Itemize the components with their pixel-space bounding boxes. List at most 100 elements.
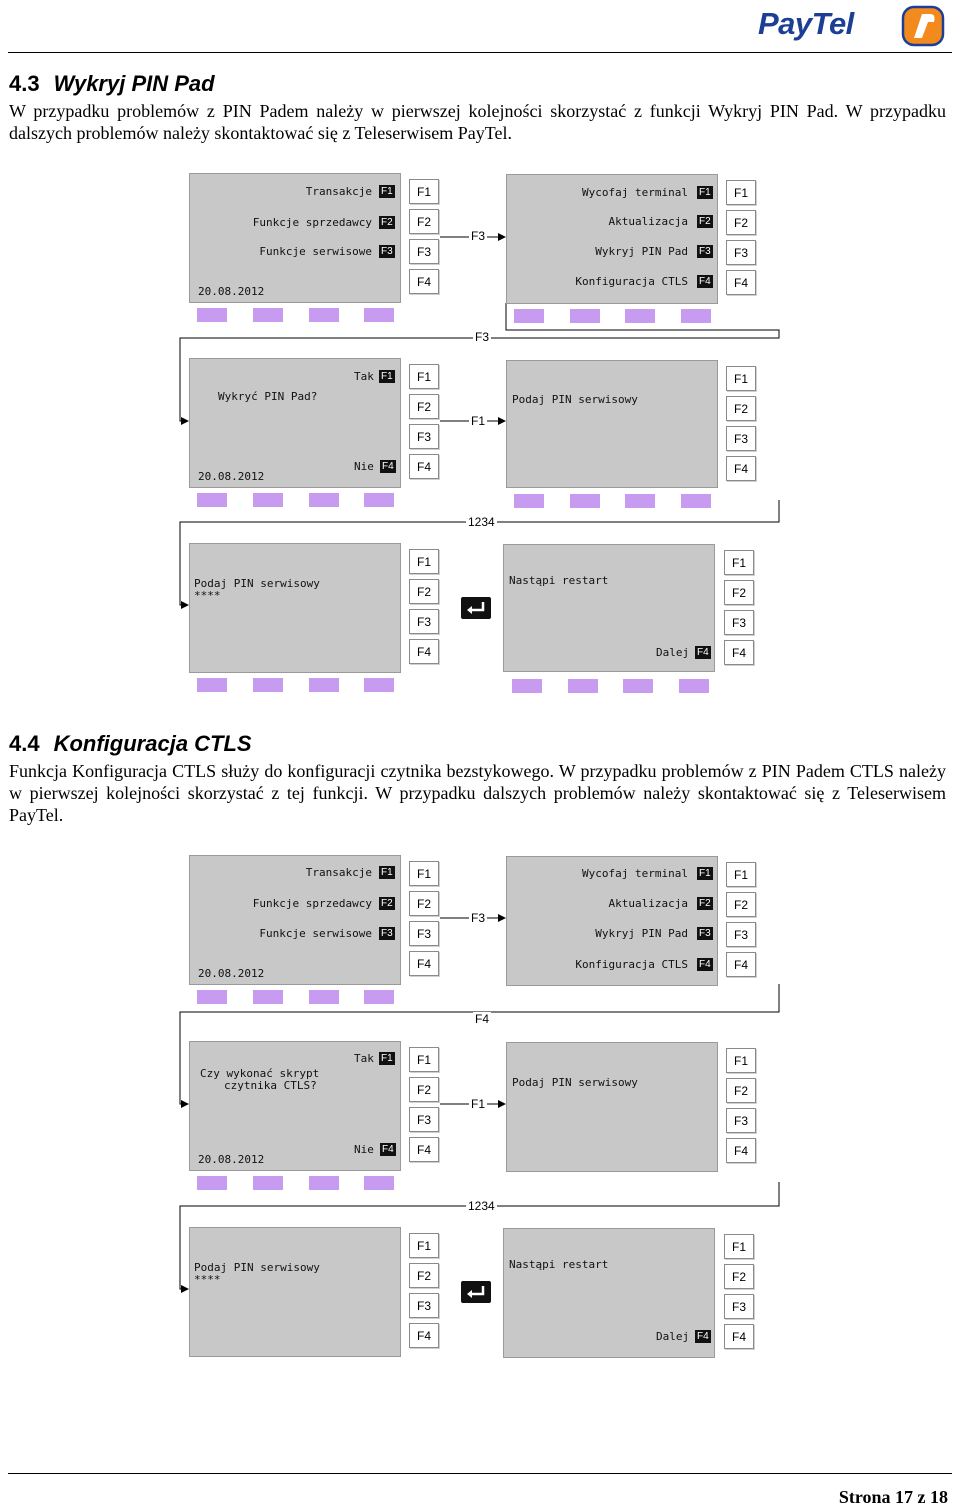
arrow-label: F3 — [469, 229, 488, 243]
paytel-mark-icon — [901, 5, 945, 47]
f3-button[interactable]: F3 — [726, 426, 756, 451]
f2-button[interactable]: F2 — [409, 579, 439, 604]
menu-item-label: Wycofaj terminal — [582, 186, 688, 199]
pin-prompt-text: Podaj PIN serwisowy — [512, 393, 638, 406]
f4-button[interactable]: F4 — [724, 1324, 754, 1349]
f2-button[interactable]: F2 — [409, 1077, 439, 1102]
keypad-key — [253, 678, 283, 692]
arrow-label: F1 — [469, 414, 488, 428]
f1-button[interactable]: F1 — [726, 180, 756, 205]
terminal-screen-main-menu — [189, 855, 401, 985]
f1-button[interactable]: F1 — [724, 550, 754, 575]
keypad-key — [309, 308, 339, 322]
f1-button[interactable]: F1 — [726, 366, 756, 391]
keypad-key — [309, 990, 339, 1004]
f1-button[interactable]: F1 — [726, 1048, 756, 1073]
menu-item-label: Transakcje — [305, 185, 372, 198]
f1-button[interactable]: F1 — [409, 1233, 439, 1258]
keypad-key — [679, 679, 709, 693]
section-number: 4.4 — [9, 731, 40, 756]
arrow-label: 1234 — [466, 1199, 497, 1213]
f3-button[interactable]: F3 — [724, 1294, 754, 1319]
f4-button[interactable]: F4 — [726, 1138, 756, 1163]
f1-button[interactable]: F1 — [409, 364, 439, 389]
f4-button[interactable]: F4 — [409, 454, 439, 479]
f4-button[interactable]: F4 — [726, 456, 756, 481]
f2-button[interactable]: F2 — [726, 1078, 756, 1103]
f2-button[interactable]: F2 — [726, 210, 756, 235]
next-label: Dalej — [656, 1330, 690, 1343]
key-tag: F4 — [380, 1143, 396, 1156]
keypad-key — [623, 679, 653, 693]
logo-text: PayTel — [758, 6, 854, 41]
f4-button[interactable]: F4 — [409, 269, 439, 294]
f2-button[interactable]: F2 — [409, 891, 439, 916]
f3-button[interactable]: F3 — [726, 240, 756, 265]
pin-mask: **** — [194, 589, 221, 602]
f1-button[interactable]: F1 — [409, 861, 439, 886]
key-tag: F3 — [379, 927, 395, 940]
option-no-label: Nie — [354, 1143, 374, 1156]
menu-item-label: Funkcje serwisowe — [259, 245, 372, 258]
terminal-screen-main-menu — [189, 173, 401, 303]
section-title: Konfiguracja CTLS — [53, 731, 252, 756]
terminal-screen-pin-entered — [189, 543, 401, 673]
f2-button[interactable]: F2 — [724, 1264, 754, 1289]
f1-button[interactable]: F1 — [409, 179, 439, 204]
header-rule — [8, 52, 952, 53]
f4-button[interactable]: F4 — [409, 951, 439, 976]
key-tag: F4 — [697, 275, 713, 288]
arrow-label: F3 — [469, 911, 488, 925]
terminal-screen-service-menu — [506, 174, 718, 304]
f2-button[interactable]: F2 — [409, 209, 439, 234]
screen-date: 20.08.2012 — [198, 967, 265, 980]
f1-button[interactable]: F1 — [726, 862, 756, 887]
f1-button[interactable]: F1 — [409, 1047, 439, 1072]
f4-button[interactable]: F4 — [724, 640, 754, 665]
f3-button[interactable]: F3 — [409, 239, 439, 264]
f1-button[interactable]: F1 — [724, 1234, 754, 1259]
f2-button[interactable]: F2 — [409, 1263, 439, 1288]
f2-button[interactable]: F2 — [726, 396, 756, 421]
menu-item-label: Wykryj PIN Pad — [595, 245, 688, 258]
f4-button[interactable]: F4 — [409, 1323, 439, 1348]
keypad-key — [253, 990, 283, 1004]
f3-button[interactable]: F3 — [409, 1107, 439, 1132]
f1-button[interactable]: F1 — [409, 549, 439, 574]
f3-button[interactable]: F3 — [409, 424, 439, 449]
f4-button[interactable]: F4 — [726, 270, 756, 295]
f2-button[interactable]: F2 — [724, 580, 754, 605]
next-label: Dalej — [656, 646, 690, 659]
option-yes-label: Tak — [354, 370, 374, 383]
screen-date: 20.08.2012 — [198, 470, 265, 483]
f3-button[interactable]: F3 — [409, 921, 439, 946]
f4-button[interactable]: F4 — [726, 952, 756, 977]
keypad-key — [253, 308, 283, 322]
f3-button[interactable]: F3 — [726, 922, 756, 947]
keypad-key — [625, 494, 655, 508]
f2-button[interactable]: F2 — [409, 394, 439, 419]
f3-button[interactable]: F3 — [409, 1293, 439, 1318]
key-tag: F2 — [697, 215, 713, 228]
arrow-label: F3 — [473, 330, 492, 344]
f2-button[interactable]: F2 — [726, 892, 756, 917]
key-tag: F1 — [697, 186, 713, 199]
keypad-key — [197, 308, 227, 322]
keypad-key — [514, 494, 544, 508]
f3-button[interactable]: F3 — [726, 1108, 756, 1133]
section-title: Wykryj PIN Pad — [53, 71, 215, 96]
f4-button[interactable]: F4 — [409, 1137, 439, 1162]
key-tag: F3 — [697, 927, 713, 940]
keypad-key — [514, 309, 544, 323]
menu-item-label: Funkcje serwisowe — [259, 927, 372, 940]
page-number: Strona 17 z 18 — [838, 1487, 948, 1507]
keypad-key — [364, 308, 394, 322]
f4-button[interactable]: F4 — [409, 639, 439, 664]
keypad-key — [681, 309, 711, 323]
footer-rule — [8, 1473, 952, 1474]
keypad-key — [625, 309, 655, 323]
question-text: Wykryć PIN Pad? — [218, 390, 318, 403]
f3-button[interactable]: F3 — [409, 609, 439, 634]
f3-button[interactable]: F3 — [724, 610, 754, 635]
key-tag: F4 — [695, 646, 711, 659]
